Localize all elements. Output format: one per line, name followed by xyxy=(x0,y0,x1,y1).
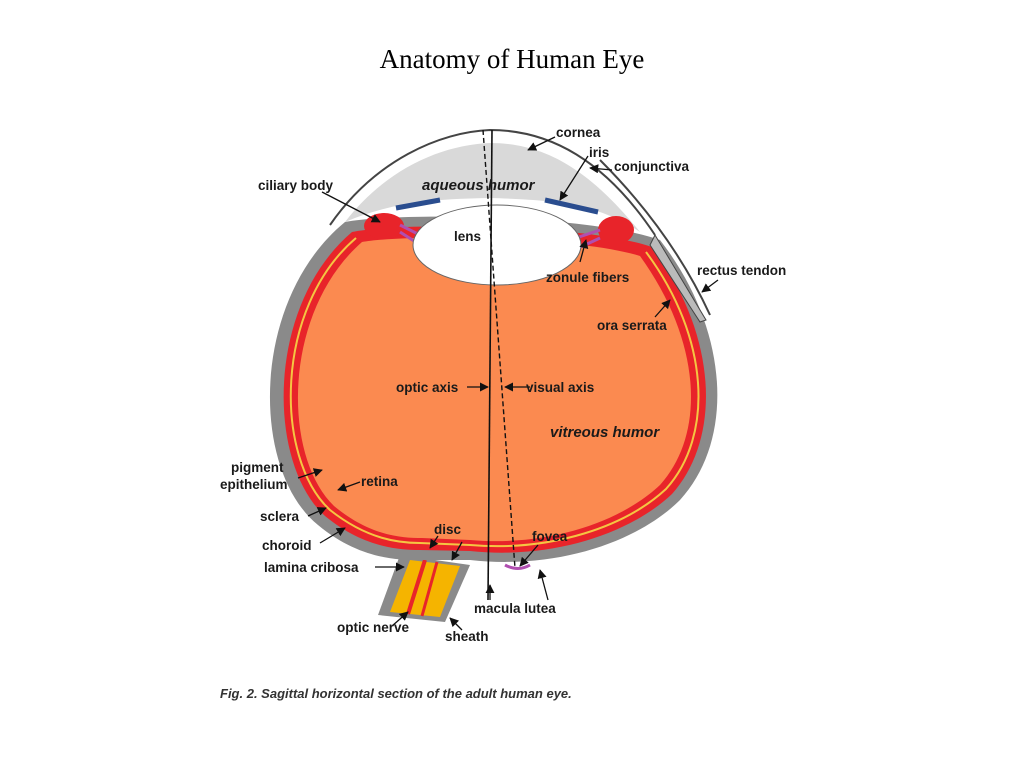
leader-lines xyxy=(297,136,719,631)
label-pigment: pigment xyxy=(231,460,284,475)
label-conjunctiva: conjunctiva xyxy=(614,159,690,174)
iris-right xyxy=(544,197,599,215)
label-sclera: sclera xyxy=(260,509,300,524)
label-epithelium: epithelium xyxy=(220,477,288,492)
label-rectus-tendon: rectus tendon xyxy=(697,263,786,278)
optic-nerve-shape xyxy=(378,555,470,622)
label-zonule-fibers: zonule fibers xyxy=(546,270,629,285)
label-optic-axis: optic axis xyxy=(396,380,458,395)
label-sheath: sheath xyxy=(445,629,489,644)
slide-title: Anatomy of Human Eye xyxy=(379,44,645,74)
label-lens: lens xyxy=(454,229,481,244)
optic-axis-line xyxy=(487,129,493,601)
aqueous-shape xyxy=(345,143,640,232)
iris-left xyxy=(395,197,441,211)
cornea-shape xyxy=(329,128,656,236)
rectus-tendon-shape xyxy=(649,233,707,323)
label-retina: retina xyxy=(361,474,398,489)
label-vitreous-humor: vitreous humor xyxy=(550,424,660,441)
label-ora-serrata: ora serrata xyxy=(597,318,667,333)
label-choroid: choroid xyxy=(262,538,312,553)
label-disc: disc xyxy=(434,522,462,537)
label-optic-nerve: optic nerve xyxy=(337,620,410,635)
conjunctiva-shape xyxy=(599,159,711,316)
figure-caption: Fig. 2. Sagittal horizontal section of t… xyxy=(220,686,572,701)
label-ciliary-body: ciliary body xyxy=(258,178,334,193)
label-visual-axis: visual axis xyxy=(526,380,594,395)
vitreous-shape xyxy=(297,237,692,542)
retina-line xyxy=(289,237,700,548)
label-cornea: cornea xyxy=(556,125,601,140)
label-macula-lutea: macula lutea xyxy=(474,601,556,616)
visual-axis-line xyxy=(482,129,516,569)
label-lamina-cribosa: lamina cribosa xyxy=(264,560,359,575)
label-iris: iris xyxy=(589,145,609,160)
fovea-shape xyxy=(504,563,531,570)
ciliary-body-right xyxy=(598,216,634,244)
label-aqueous-humor: aqueous humor xyxy=(422,177,536,194)
label-fovea: fovea xyxy=(532,529,568,544)
